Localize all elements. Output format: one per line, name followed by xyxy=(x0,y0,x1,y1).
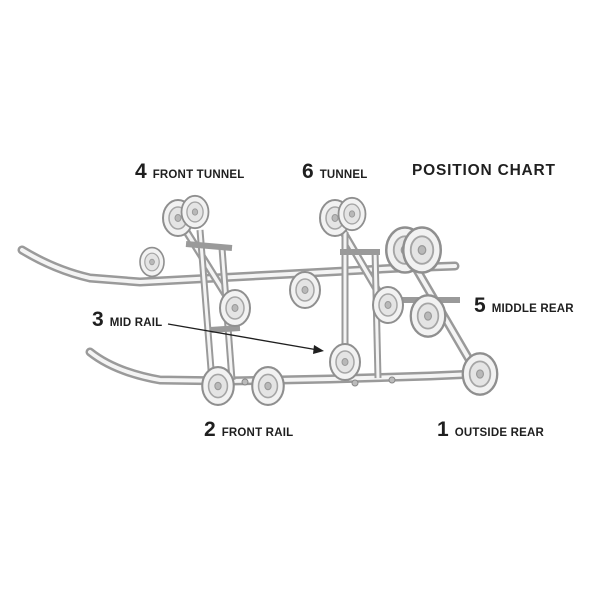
mid-rail-arrow xyxy=(168,324,318,350)
label-outside-rear: 1 OUTSIDE REAR xyxy=(437,418,544,442)
label-text: MIDDLE REAR xyxy=(492,303,574,315)
label-number: 3 xyxy=(92,308,104,332)
label-middle-rear: 5 MIDDLE REAR xyxy=(474,294,574,318)
wheel-rear-back xyxy=(403,228,441,273)
label-front-rail: 2 FRONT RAIL xyxy=(204,418,293,442)
label-number: 4 xyxy=(135,160,147,184)
wheel-middle-rear xyxy=(411,295,446,336)
label-text: MID RAIL xyxy=(110,317,163,329)
label-front-tunnel: 4 FRONT TUNNEL xyxy=(135,160,245,184)
wheel-mid-rail xyxy=(330,344,360,380)
label-text: OUTSIDE REAR xyxy=(455,427,544,439)
label-text: TUNNEL xyxy=(320,169,368,181)
chart-title: POSITION CHART xyxy=(412,162,556,180)
wheel-back-rail-mid xyxy=(290,272,320,308)
wheel-front-rail-a xyxy=(202,367,234,405)
label-mid-rail: 3 MID RAIL xyxy=(92,308,162,332)
label-number: 6 xyxy=(302,160,314,184)
label-number: 5 xyxy=(474,294,486,318)
wheel-outside-rear xyxy=(463,353,498,394)
label-tunnel: 6 TUNNEL xyxy=(302,160,368,184)
wheel-front-rail-b xyxy=(252,367,284,405)
label-number: 2 xyxy=(204,418,216,442)
wheel-front-tunnel-lower xyxy=(220,290,250,326)
label-number: 1 xyxy=(437,418,449,442)
wheel-tunnel-lower xyxy=(373,287,403,323)
label-text: FRONT RAIL xyxy=(222,427,294,439)
label-text: FRONT TUNNEL xyxy=(153,169,245,181)
